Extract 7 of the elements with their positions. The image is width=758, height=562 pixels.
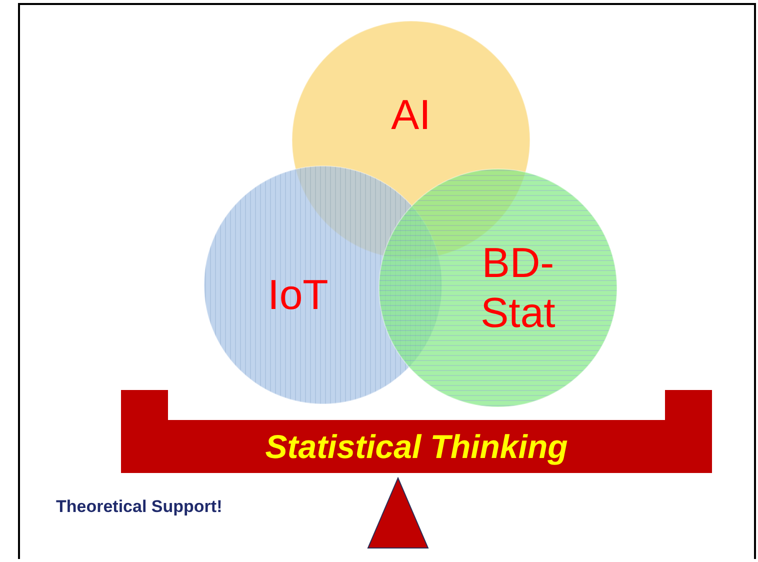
circle-label: AI — [390, 90, 432, 140]
circle-label: IoT — [266, 270, 330, 320]
venn-circle — [378, 168, 618, 408]
circle-label: BD- Stat — [480, 238, 556, 338]
balance-beam — [121, 420, 712, 473]
beam-label: Statistical Thinking — [265, 428, 568, 466]
note-text: Theoretical Support! — [56, 497, 222, 517]
